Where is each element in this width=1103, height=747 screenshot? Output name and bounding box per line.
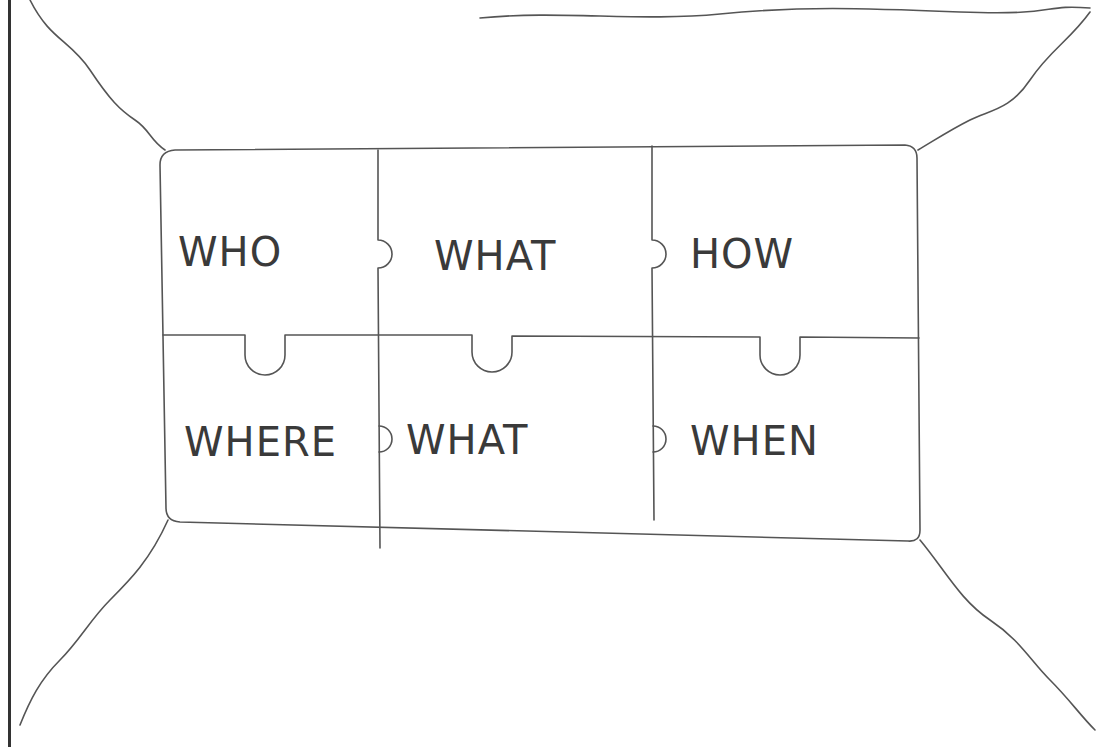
room-corner-line xyxy=(918,12,1090,150)
puzzle-piece: WHO xyxy=(162,150,378,335)
puzzle-piece: WHERE xyxy=(166,336,378,521)
piece-label: HOW xyxy=(690,234,794,274)
puzzle-seam xyxy=(652,146,666,520)
page-edge xyxy=(8,0,11,747)
room-corner-line xyxy=(30,0,165,150)
room-ceiling-line xyxy=(480,7,1090,18)
room-corner-line xyxy=(920,540,1095,730)
puzzle-piece: WHAT xyxy=(380,336,653,526)
puzzle-tab xyxy=(379,426,392,452)
puzzle-seam xyxy=(378,150,392,548)
piece-label: WHAT xyxy=(406,420,528,460)
puzzle-piece: HOW xyxy=(652,146,918,336)
piece-label: WHO xyxy=(178,232,282,272)
room-corner-line xyxy=(20,520,168,725)
piece-label: WHERE xyxy=(184,422,337,462)
puzzle-piece: WHEN xyxy=(654,337,919,527)
puzzle-tab xyxy=(653,426,666,452)
piece-label: WHEN xyxy=(690,421,819,461)
piece-label: WHAT xyxy=(434,236,556,276)
puzzle-seam xyxy=(163,335,919,375)
puzzle-piece: WHAT xyxy=(378,148,652,335)
puzzle-outline xyxy=(160,145,920,541)
